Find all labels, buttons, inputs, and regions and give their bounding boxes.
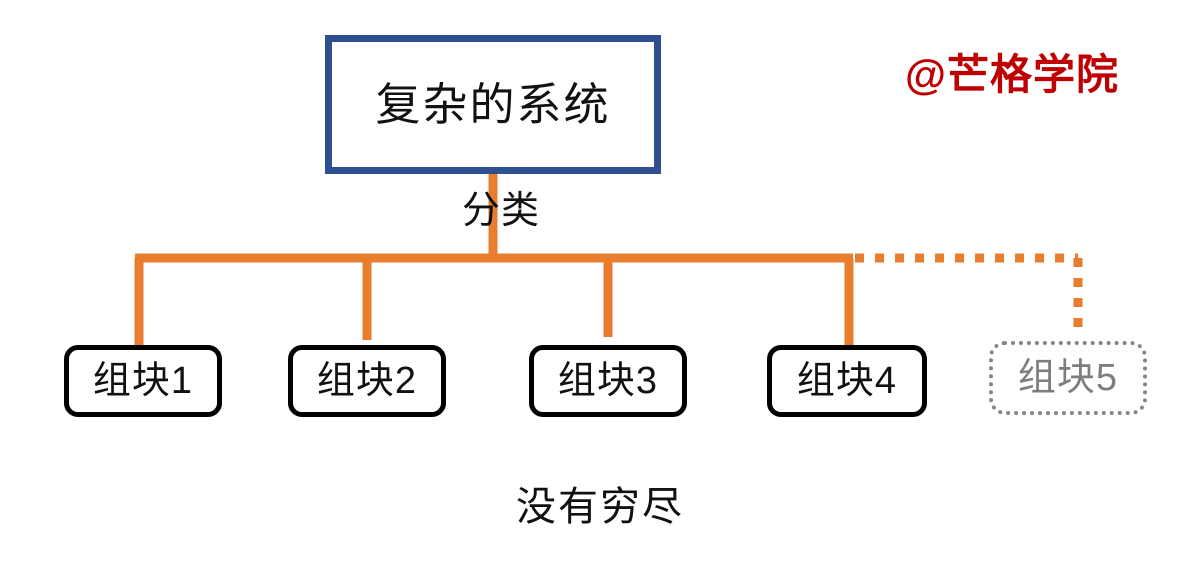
leaf-node-3-label: 组块3 [557,360,659,402]
leaf-node-4[interactable]: 组块4 [767,345,927,417]
leaf-node-1[interactable]: 组块1 [64,345,222,417]
leaf-node-1-label: 组块1 [92,360,194,402]
leaf-node-2-label: 组块2 [316,360,418,402]
leaf-node-5-label: 组块5 [1017,357,1119,399]
leaf-node-2[interactable]: 组块2 [288,345,446,417]
leaf-node-4-label: 组块4 [796,360,898,402]
leaf-node-5-placeholder[interactable]: 组块5 [989,341,1147,415]
root-node[interactable]: 复杂的系统 [325,35,661,174]
watermark-label: @芒格学院 [905,51,1119,98]
leaf-node-3[interactable]: 组块3 [529,345,687,417]
diagram-caption: 没有穷尽 [516,485,684,529]
edge-label-classification: 分类 [461,190,540,232]
root-node-label: 复杂的系统 [375,79,611,130]
